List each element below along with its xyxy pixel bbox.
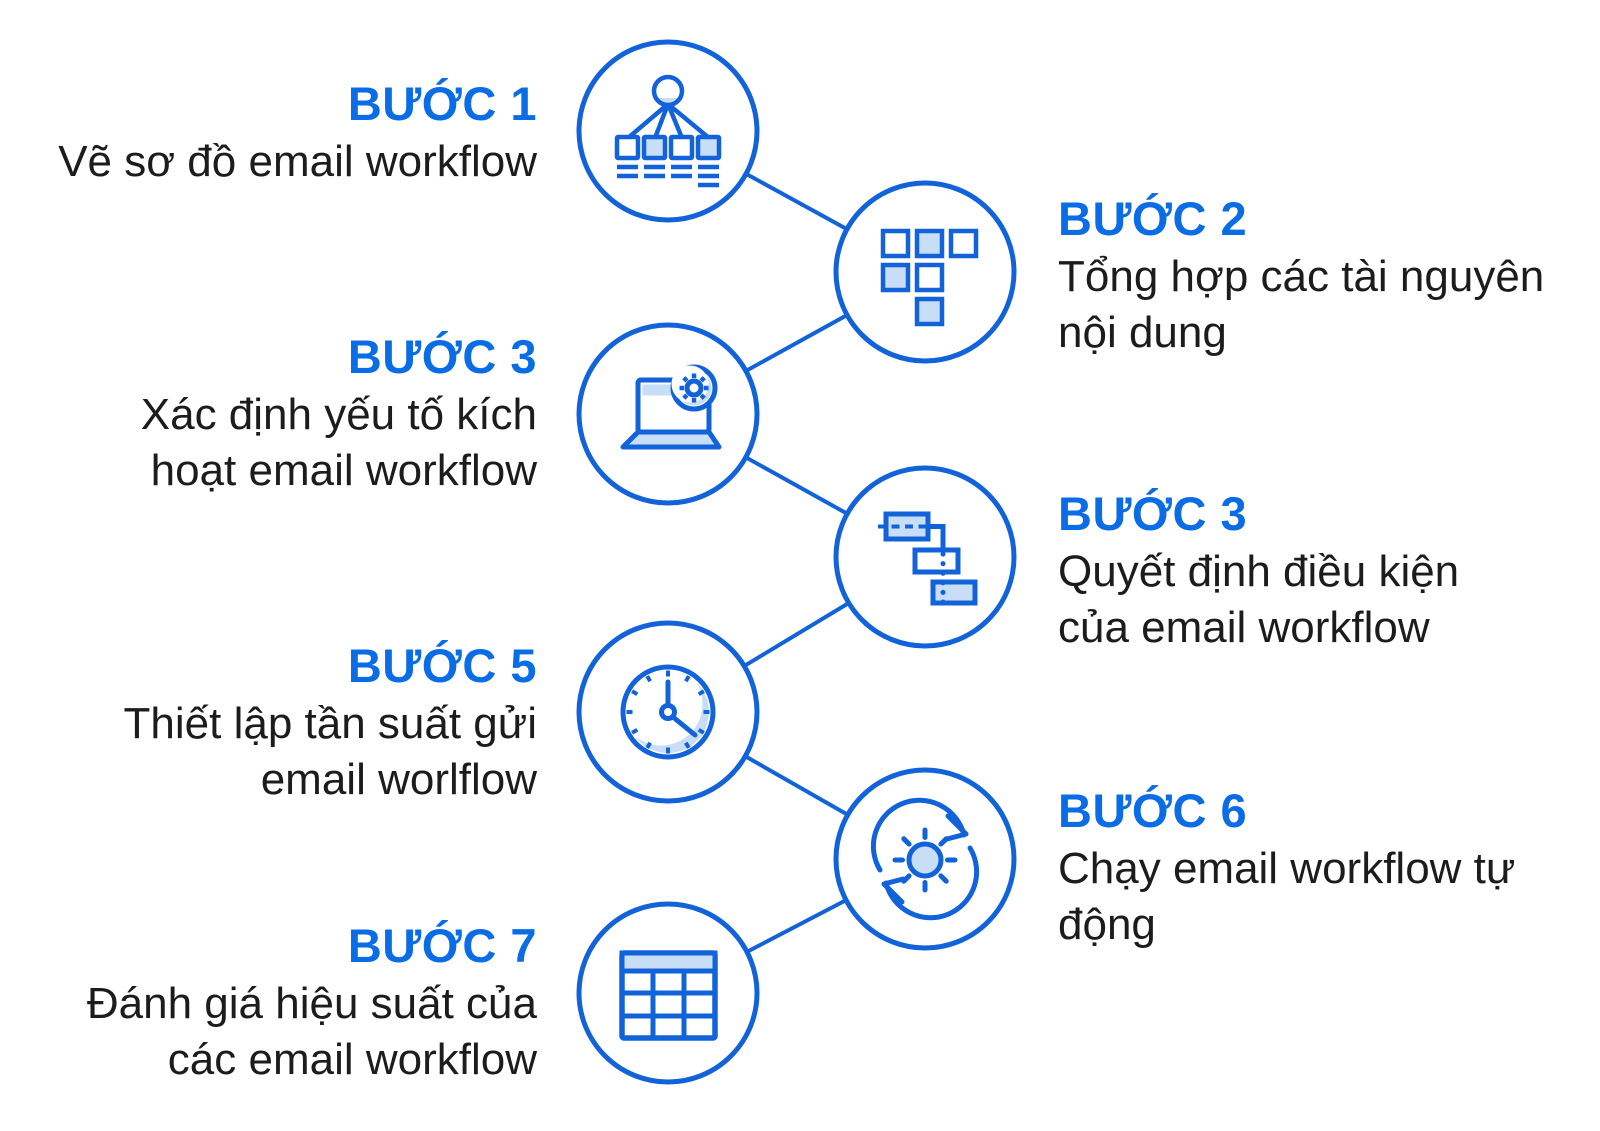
step-6-text: BƯỚC 6 Chạy email workflow tự động (1058, 785, 1598, 953)
step-5-label: BƯỚC 5 (347, 639, 537, 692)
laptop-gear-icon (620, 364, 722, 450)
sitemap-icon (614, 74, 722, 188)
step-4-node (833, 465, 1017, 649)
step-5-text: BƯỚC 5 Thiết lập tần suất gửi email worl… (0, 640, 537, 808)
step-7-description-line1: Đánh giá hiệu suất của (86, 979, 537, 1028)
step-1-label: BƯỚC 1 (347, 77, 537, 130)
content-blocks-icon (880, 228, 979, 327)
step-6-label: BƯỚC 6 (1058, 784, 1248, 837)
step-3-text: BƯỚC 3 Xác định yếu tố kích hoạt email w… (0, 331, 537, 499)
step-5-description-line2: email worlflow (260, 755, 537, 804)
step-7-description-line2: các email workflow (167, 1035, 537, 1084)
flowchart-icon (878, 511, 978, 613)
step-7-label: BƯỚC 7 (347, 919, 537, 972)
step-3-node (576, 322, 760, 506)
step-3-description-line1: Xác định yếu tố kích (140, 390, 537, 439)
step-7-node (576, 901, 760, 1085)
step-4-description-line1: Quyết định điều kiện (1058, 547, 1460, 596)
sync-automation-icon (870, 797, 980, 921)
step-1-text: BƯỚC 1 Vẽ sơ đồ email workflow (0, 78, 537, 190)
step-3-label: BƯỚC 3 (347, 330, 537, 383)
step-1-node (576, 39, 760, 223)
step-2-text: BƯỚC 2 Tổng hợp các tài nguyên nội dung (1058, 193, 1598, 361)
step-2-description-line2: nội dung (1058, 308, 1227, 357)
step-1-description: Vẽ sơ đồ email workflow (58, 137, 537, 186)
step-6-description-line2: động (1058, 900, 1156, 949)
step-7-text: BƯỚC 7 Đánh giá hiệu suất của các email … (0, 920, 537, 1088)
table-report-icon (619, 950, 718, 1041)
step-4-label: BƯỚC 3 (1058, 487, 1248, 540)
step-2-label: BƯỚC 2 (1058, 192, 1248, 245)
step-6-description-line1: Chạy email workflow tự (1058, 844, 1516, 893)
step-4-description-line2: của email workflow (1058, 603, 1430, 652)
step-3-description-line2: hoạt email workflow (150, 446, 537, 495)
step-2-node (833, 180, 1017, 364)
step-5-description-line1: Thiết lập tần suất gửi (123, 699, 537, 748)
step-5-node (576, 620, 760, 804)
clock-icon (619, 662, 716, 760)
step-2-description-line1: Tổng hợp các tài nguyên (1058, 252, 1545, 301)
step-6-node (833, 767, 1017, 951)
step-4-text: BƯỚC 3 Quyết định điều kiện của email wo… (1058, 488, 1598, 656)
step-1-circle (576, 39, 760, 223)
